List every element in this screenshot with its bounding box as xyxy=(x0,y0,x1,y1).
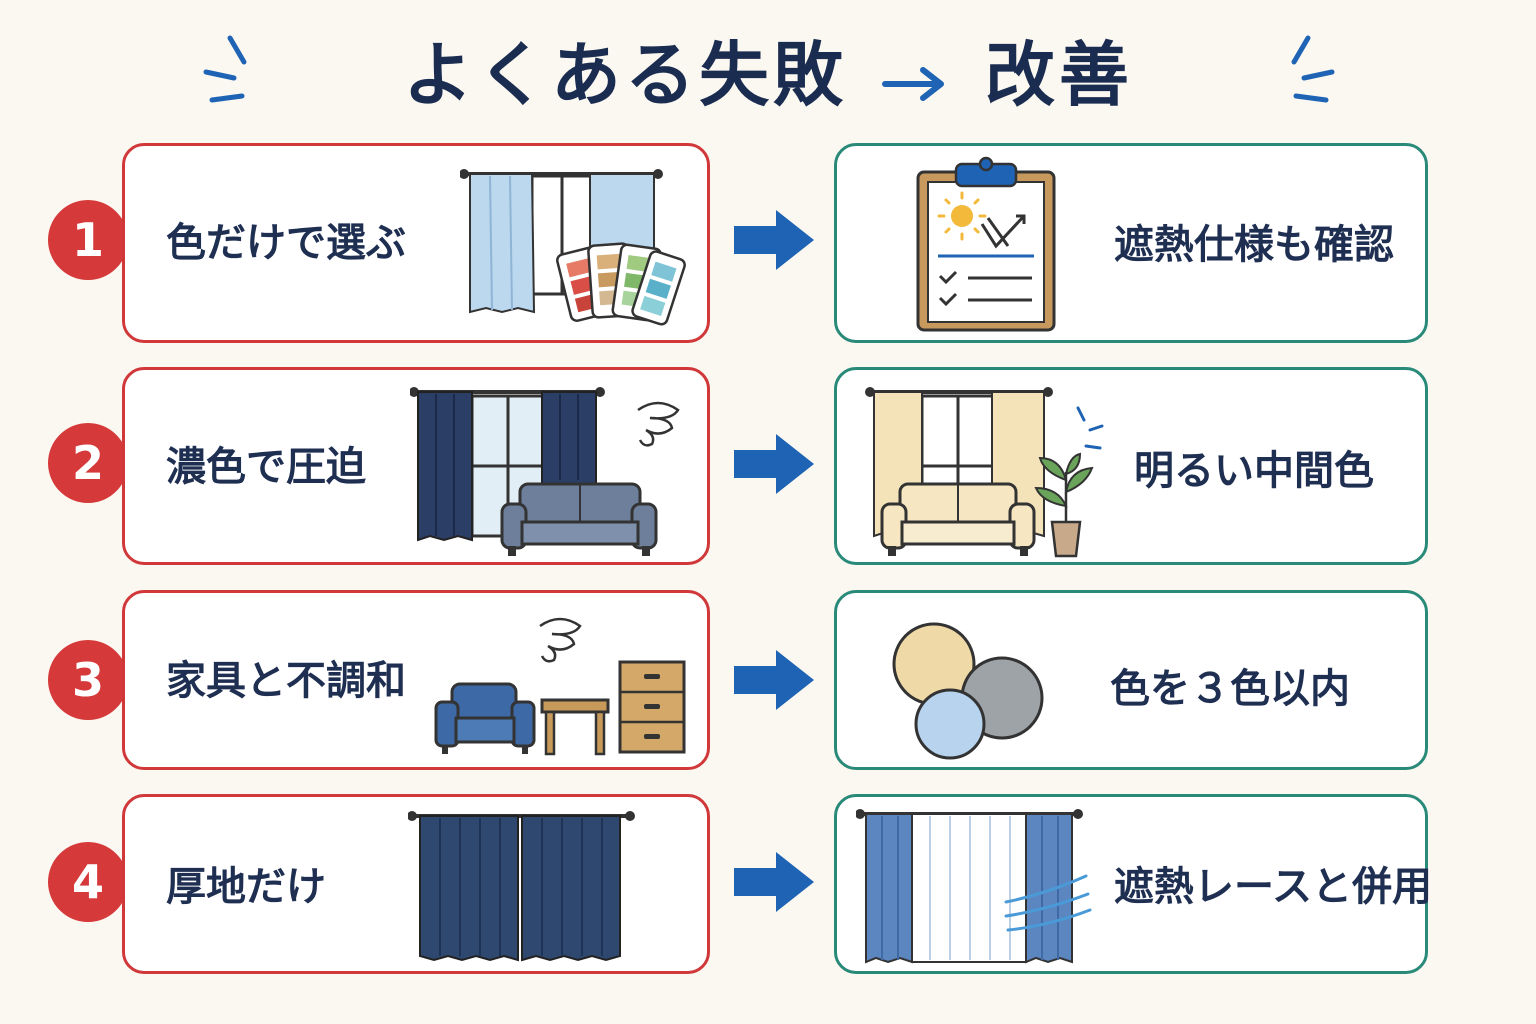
light-curtain-sofa-icon xyxy=(865,387,1104,558)
lace-curtain-icon xyxy=(856,809,1092,964)
page-title: よくある失敗 改善 xyxy=(0,30,1536,125)
arrow-icon-2 xyxy=(734,434,814,494)
arrow-icon-4 xyxy=(734,852,814,912)
dark-curtain-sofa-icon xyxy=(410,387,680,556)
arrow-icon-3 xyxy=(734,650,814,710)
sparkle-right-icon xyxy=(1291,35,1335,103)
title-left: よくある失敗 xyxy=(403,34,847,116)
title-right: 改善 xyxy=(985,34,1133,116)
thick-curtain-icon xyxy=(408,811,635,962)
clipboard-checklist-icon xyxy=(916,156,1056,332)
step-badge-2: 2 xyxy=(48,423,128,503)
mistake-label-4: 厚地だけ xyxy=(166,864,326,910)
mismatched-furniture-icon xyxy=(434,617,686,756)
step-badge-4: 4 xyxy=(48,842,128,922)
three-color-circles-icon xyxy=(892,622,1044,760)
mistake-label-2: 濃色で圧迫 xyxy=(166,444,366,490)
fix-label-2: 明るい中間色 xyxy=(1134,448,1374,494)
mistake-card-3 xyxy=(122,590,710,770)
fix-label-1: 遮熱仕様も確認 xyxy=(1114,222,1394,268)
title-arrow-icon xyxy=(881,35,951,125)
mistake-label-1: 色だけで選ぶ xyxy=(166,220,406,266)
step-badge-3: 3 xyxy=(48,640,128,720)
fix-label-4: 遮熱レースと併用 xyxy=(1114,864,1432,910)
mistake-label-3: 家具と不調和 xyxy=(166,658,406,704)
sparkle-left-icon xyxy=(203,35,247,103)
curtain-swatches-icon xyxy=(460,169,686,326)
fix-label-3: 色を３色以内 xyxy=(1110,666,1350,712)
step-badge-1: 1 xyxy=(48,200,128,280)
arrow-icon-1 xyxy=(734,210,814,270)
